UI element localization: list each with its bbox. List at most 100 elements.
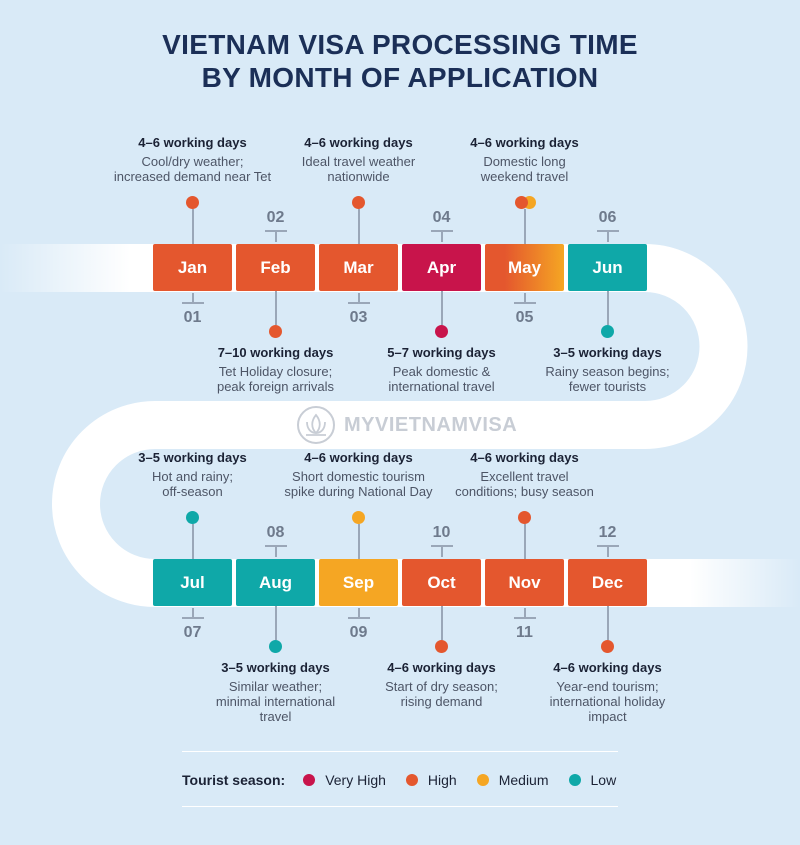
month-number: 01 — [183, 309, 202, 326]
description-line: weekend travel — [480, 169, 569, 184]
description-line: international travel — [388, 379, 495, 394]
season-dot-icon — [601, 325, 614, 338]
month-number: 03 — [349, 309, 368, 326]
month-box-may[interactable]: May — [485, 244, 564, 291]
month-description: Cool/dry weather;increased demand near T… — [98, 154, 288, 184]
legend-divider-bottom — [182, 806, 618, 807]
processing-time: 3–5 working days — [138, 450, 247, 465]
number-tick — [523, 608, 526, 618]
number-tick — [596, 230, 619, 232]
month-box-sep[interactable]: Sep — [319, 559, 398, 606]
processing-time: 5–7 working days — [387, 345, 496, 360]
season-dot-icon — [601, 640, 614, 653]
month-box-mar[interactable]: Mar — [319, 244, 398, 291]
processing-time: 4–6 working days — [470, 135, 579, 150]
number-tick — [606, 547, 609, 557]
processing-time: 4–6 working days — [138, 135, 247, 150]
month-description: Tet Holiday closure;peak foreign arrival… — [181, 364, 371, 394]
number-tick — [440, 232, 443, 242]
month-number: 07 — [183, 624, 202, 641]
connector-line — [191, 209, 194, 244]
month-description: Peak domestic &international travel — [347, 364, 537, 394]
processing-time: 4–6 working days — [304, 450, 413, 465]
description-line: conditions; busy season — [455, 484, 594, 499]
description-line: Tet Holiday closure; — [218, 364, 333, 379]
number-tick — [264, 545, 287, 547]
month-box-oct[interactable]: Oct — [402, 559, 481, 606]
legend-dot-icon — [303, 774, 316, 786]
connector-line — [191, 524, 194, 559]
description-line: peak foreign arrivals — [216, 379, 335, 394]
connector-line — [357, 209, 360, 244]
number-tick — [430, 545, 453, 547]
month-number: 12 — [598, 524, 617, 541]
description-line: spike during National Day — [284, 484, 433, 499]
number-tick — [357, 608, 360, 618]
month-box-aug[interactable]: Aug — [236, 559, 315, 606]
connector-line — [357, 524, 360, 559]
description-line: minimal international — [215, 694, 336, 709]
lotus-logo-icon — [297, 406, 335, 444]
legend-item-label: Low — [590, 772, 617, 788]
season-dot-icon — [269, 325, 282, 338]
month-box-jul[interactable]: Jul — [153, 559, 232, 606]
month-number: 02 — [266, 209, 285, 226]
season-dot-icon — [269, 640, 282, 653]
processing-time: 4–6 working days — [470, 450, 579, 465]
description-line: Peak domestic & — [392, 364, 491, 379]
description-line: impact — [588, 709, 627, 724]
number-tick — [181, 617, 204, 619]
processing-time: 3–5 working days — [221, 660, 330, 675]
legend-item-label: Medium — [498, 772, 549, 788]
month-box-dec[interactable]: Dec — [568, 559, 647, 606]
season-dot-icon — [435, 640, 448, 653]
number-tick — [606, 232, 609, 242]
month-box-apr[interactable]: Apr — [402, 244, 481, 291]
title-line-1: VIETNAM VISA PROCESSING TIME — [162, 29, 638, 60]
month-description: Rainy season begins;fewer tourists — [513, 364, 703, 394]
legend-label: Tourist season: — [182, 772, 286, 788]
connector-line — [274, 606, 277, 640]
description-line: increased demand near Tet — [113, 169, 272, 184]
connector-line — [523, 524, 526, 559]
month-number: 09 — [349, 624, 368, 641]
month-box-jun[interactable]: Jun — [568, 244, 647, 291]
season-dot-icon — [514, 196, 528, 209]
month-box-nov[interactable]: Nov — [485, 559, 564, 606]
month-box-jan[interactable]: Jan — [153, 244, 232, 291]
title-line-2: BY MONTH OF APPLICATION — [201, 62, 599, 93]
description-line: international holiday — [549, 694, 666, 709]
processing-time: 7–10 working days — [217, 345, 334, 360]
number-tick — [191, 608, 194, 618]
month-number: 04 — [432, 209, 451, 226]
watermark-text: MYVIETNAMVISA — [344, 413, 518, 436]
number-tick — [513, 302, 536, 304]
season-dot-icon — [186, 511, 199, 524]
legend-dot-icon — [405, 774, 418, 786]
number-tick — [357, 293, 360, 303]
number-tick — [523, 293, 526, 303]
description-line: Ideal travel weather — [301, 154, 416, 169]
description-line: Start of dry season; — [385, 679, 498, 694]
processing-time: 3–5 working days — [553, 345, 662, 360]
connector-line — [523, 209, 526, 244]
month-box-feb[interactable]: Feb — [236, 244, 315, 291]
description-line: fewer tourists — [568, 379, 647, 394]
description-line: Short domestic tourism — [292, 469, 425, 484]
legend-item-high: High — [405, 772, 457, 788]
description-line: rising demand — [400, 694, 483, 709]
processing-time: 4–6 working days — [304, 135, 413, 150]
season-dot-icon — [352, 196, 365, 209]
connector-line — [440, 606, 443, 640]
number-tick — [513, 617, 536, 619]
